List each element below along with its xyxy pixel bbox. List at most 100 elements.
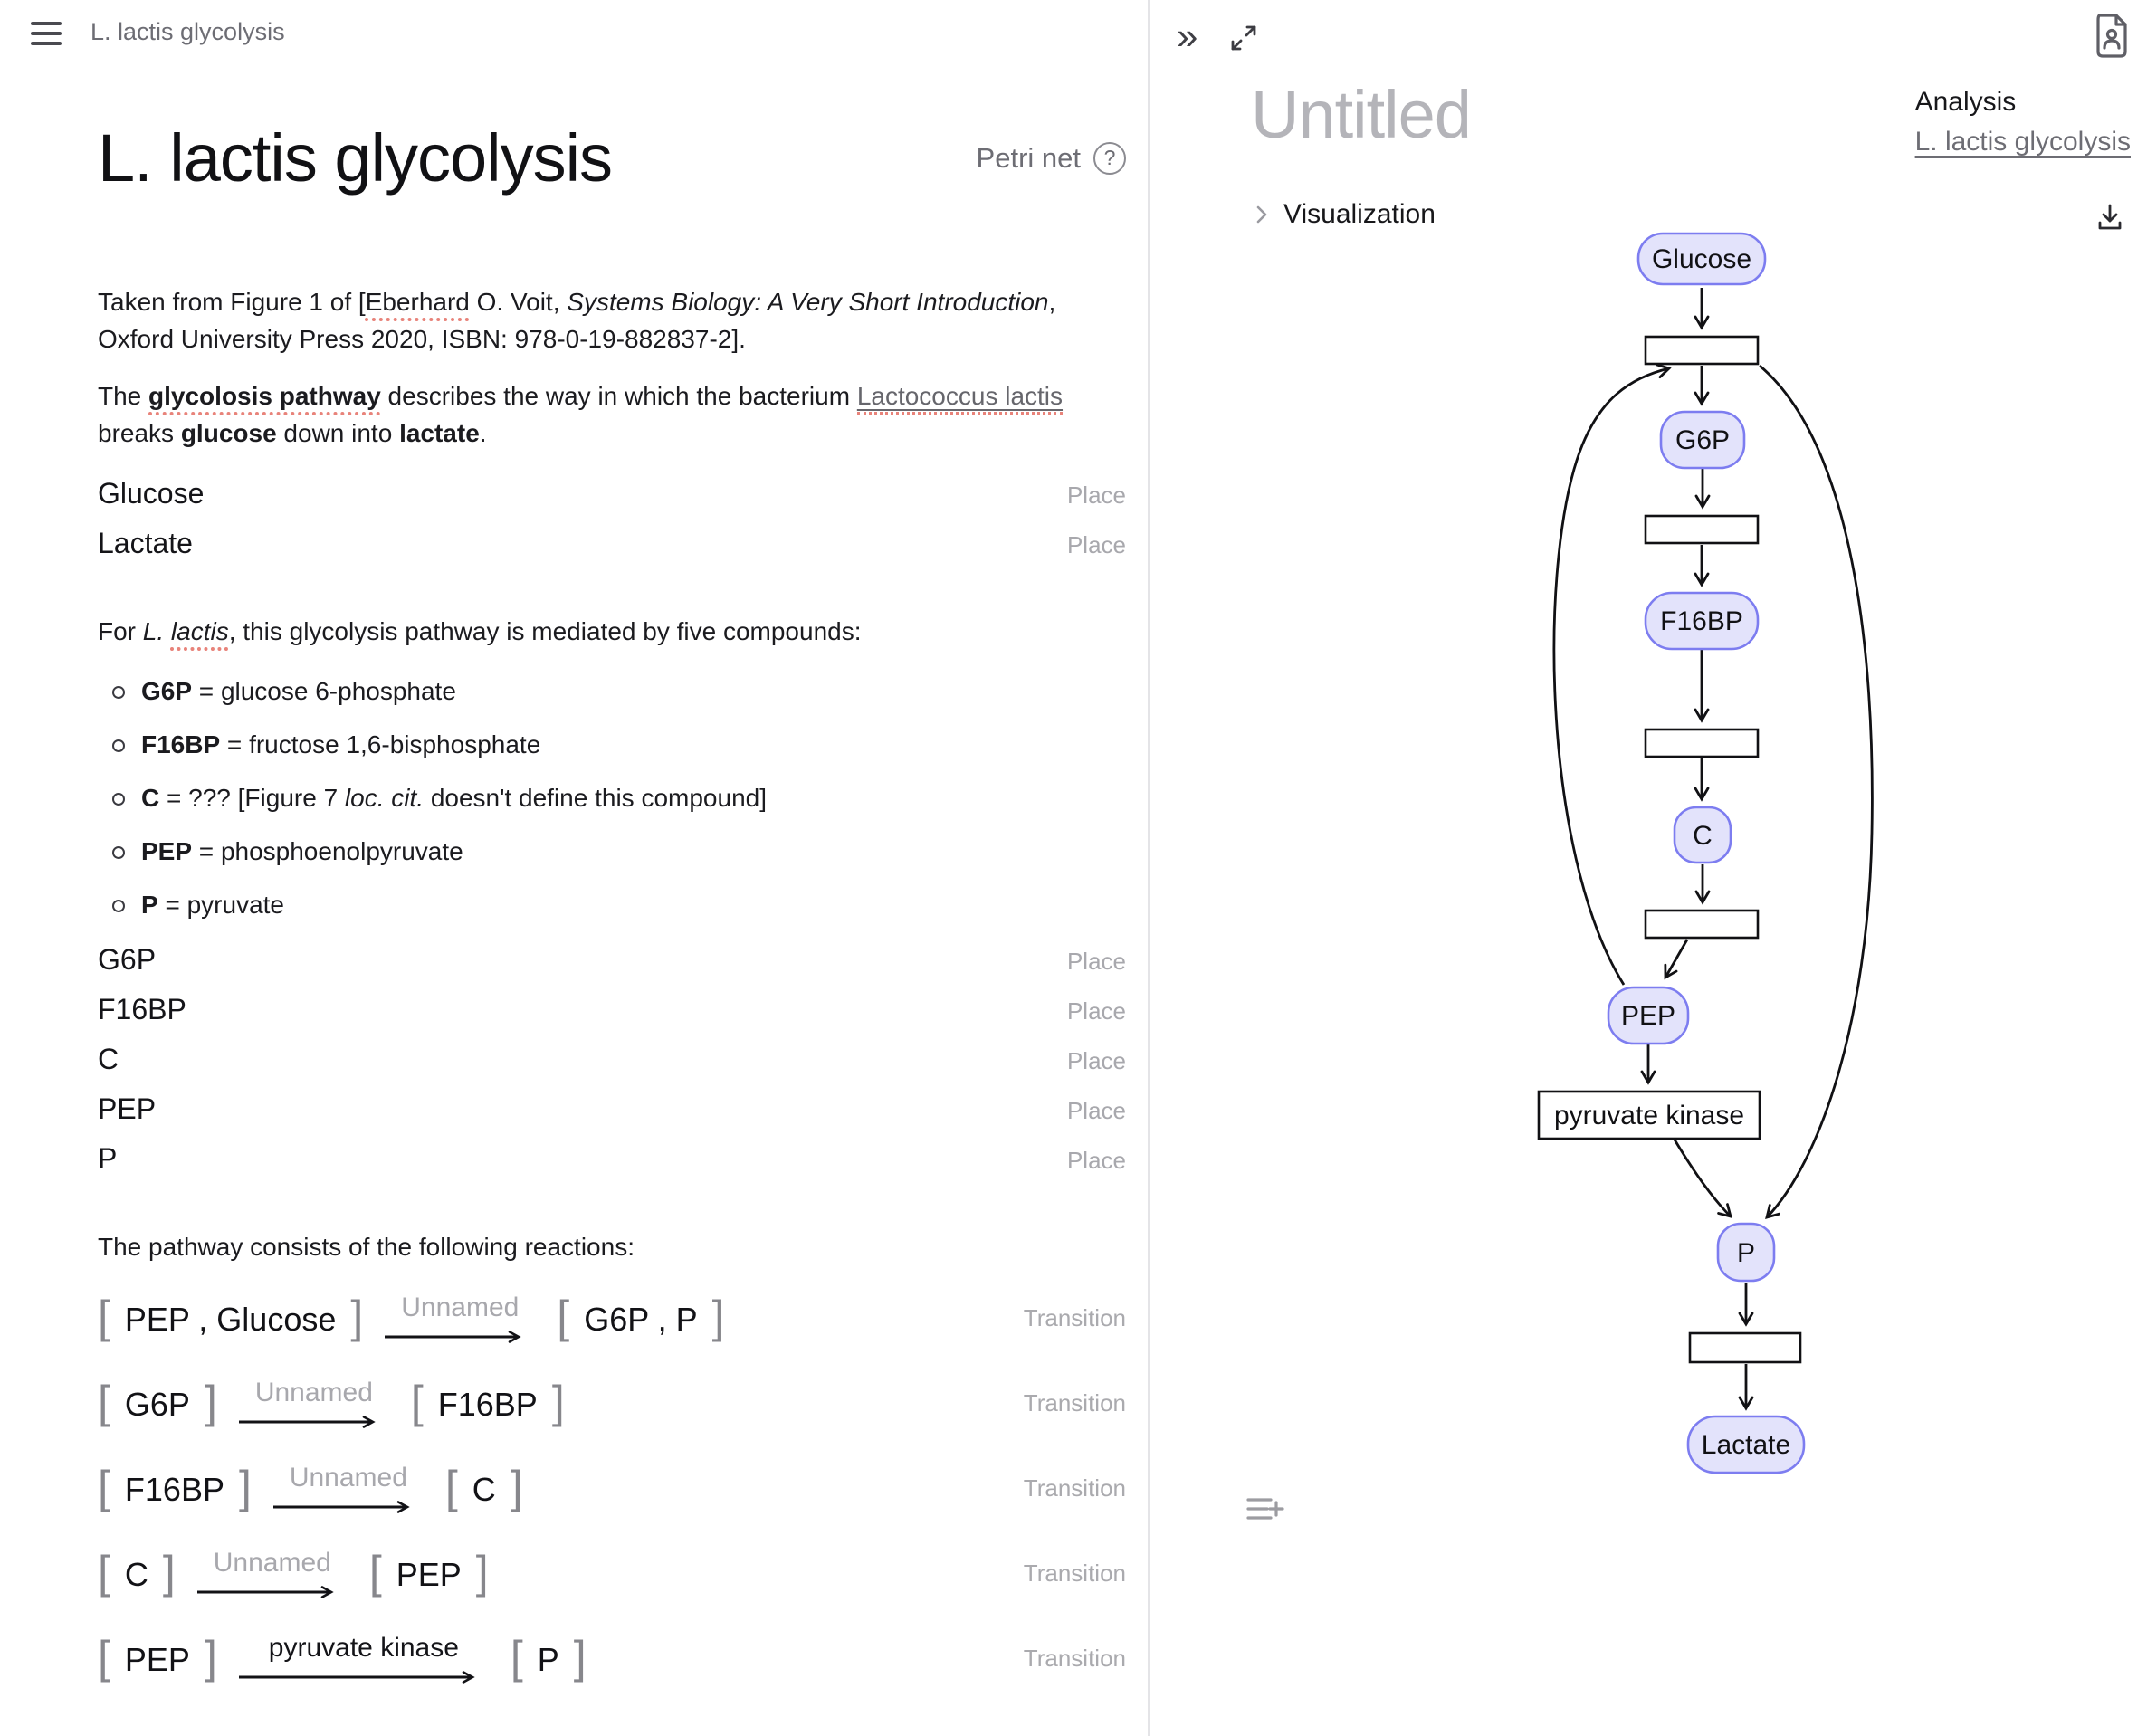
node-p[interactable] [1716, 1222, 1776, 1283]
reaction-name[interactable]: Unnamed [213, 1548, 331, 1579]
collapse-panel-icon[interactable]: » [1177, 14, 1198, 57]
place-kind-label: Place [1066, 1097, 1126, 1125]
transition-box[interactable] [1644, 335, 1760, 366]
reaction-row: [F16BP] Unnamed [C] Transition [98, 1463, 1126, 1517]
place-list-bottom: G6P Place F16BP Place C Place PEP Place … [98, 943, 1126, 1192]
lactococcus-link[interactable]: Lactococcus lactis [856, 382, 1064, 415]
compound-list: G6P = glucose 6-phosphate F16BP = fructo… [98, 673, 1126, 923]
node-glucose[interactable] [1636, 232, 1767, 286]
arrow-icon [385, 1331, 521, 1343]
list-item: PEP = phosphoenolpyruvate [112, 834, 1126, 870]
transition-box[interactable] [1644, 514, 1760, 545]
arc-pep-t1-curve [1552, 363, 1672, 986]
place-row-pep: PEP Place [98, 1092, 1126, 1142]
reactions-intro: The pathway consists of the following re… [98, 1233, 635, 1262]
arrow-icon [272, 1501, 410, 1513]
place-kind-label: Place [1066, 482, 1126, 510]
transition-box[interactable] [1644, 728, 1760, 758]
hamburger-menu-icon[interactable] [31, 20, 65, 47]
reaction-formula[interactable]: [PEP] pyruvate kinase [P] [98, 1633, 587, 1687]
node-label: PEP [1621, 1001, 1675, 1031]
transition-box[interactable] [1644, 909, 1760, 940]
reaction-outputs: F16BP [437, 1386, 538, 1424]
place-name[interactable]: Glucose [98, 477, 205, 510]
reaction-arrow: pyruvate kinase [237, 1633, 491, 1687]
misspelled-word: Eberhard [365, 288, 470, 317]
reaction-name[interactable]: pyruvate kinase [268, 1633, 459, 1664]
reaction-arrow: Unnamed [272, 1463, 425, 1517]
reaction-name[interactable]: Unnamed [401, 1292, 520, 1323]
reaction-inputs: PEP [124, 1641, 190, 1679]
reaction-arrow: Unnamed [237, 1378, 391, 1432]
node-pep[interactable] [1607, 986, 1690, 1045]
file-person-icon[interactable] [2091, 11, 2133, 62]
reaction-formula[interactable]: [PEP , Glucose] Unnamed [G6P , P] [98, 1292, 725, 1347]
reaction-formula[interactable]: [F16BP] Unnamed [C] [98, 1463, 523, 1517]
place-name[interactable]: F16BP [98, 993, 186, 1026]
node-g6p[interactable] [1659, 410, 1746, 470]
list-item: F16BP = fructose 1,6-bisphosphate [112, 727, 1126, 763]
node-label: Lactate [1702, 1430, 1790, 1460]
transition-box-pyruvate-kinase[interactable] [1537, 1090, 1761, 1140]
reaction-outputs: PEP [396, 1556, 462, 1594]
arrow-icon [238, 1416, 376, 1428]
petri-net-diagram[interactable]: Glucose G6P F16BP C PEP pyruvate kinase … [1466, 226, 1901, 1497]
reaction-formula[interactable]: [C] Unnamed [PEP] [98, 1548, 489, 1602]
place-kind-label: Place [1066, 531, 1126, 559]
place-name[interactable]: P [98, 1142, 118, 1176]
analysis-document-link[interactable]: L. lactis glycolysis [1914, 127, 2131, 157]
document-panel: L. lactis glycolysis L. lactis glycolysi… [0, 0, 1148, 1687]
reaction-name[interactable]: Unnamed [254, 1378, 373, 1408]
node-f16bp[interactable] [1644, 591, 1760, 651]
download-icon[interactable] [2095, 201, 2125, 236]
transition-box[interactable] [1688, 1331, 1802, 1364]
visualization-section-header[interactable]: Visualization [1251, 199, 1436, 230]
place-name[interactable]: C [98, 1043, 119, 1076]
place-name[interactable]: G6P [98, 943, 157, 977]
node-label: G6P [1675, 425, 1730, 455]
analysis-panel: » Untitled Analysis L. lactis glycolysis [1150, 0, 2147, 1736]
reaction-inputs: C [124, 1556, 148, 1594]
transition-kind-label: Transition [1023, 1304, 1126, 1332]
expand-icon[interactable] [1224, 18, 1264, 58]
analysis-meta: Analysis L. lactis glycolysis [1915, 87, 2131, 157]
place-name[interactable]: Lactate [98, 527, 193, 560]
page-title[interactable]: L. lactis glycolysis [98, 120, 613, 196]
arc-pk-p [1673, 1139, 1732, 1218]
arc-t1-p-curve [1759, 364, 1874, 1219]
reaction-inputs: F16BP [124, 1471, 224, 1509]
doc-type-badge: Petri net ? [976, 141, 1126, 175]
place-kind-label: Place [1066, 997, 1126, 1025]
analysis-title-placeholder[interactable]: Untitled [1251, 77, 1472, 152]
list-item: G6P = glucose 6-phosphate [112, 673, 1126, 710]
add-item-icon[interactable] [1245, 1495, 1285, 1527]
list-item: P = pyruvate [112, 887, 1126, 923]
transition-kind-label: Transition [1023, 1474, 1126, 1502]
analysis-label: Analysis [1914, 87, 2017, 117]
node-label: P [1737, 1238, 1755, 1268]
place-kind-label: Place [1066, 1047, 1126, 1075]
description-paragraph: The glycolosis pathway describes the way… [98, 382, 1064, 448]
reaction-outputs: P [537, 1641, 559, 1679]
breadcrumb: L. lactis glycolysis [91, 18, 285, 45]
transition-kind-label: Transition [1023, 1389, 1126, 1417]
reaction-formula[interactable]: [G6P] Unnamed [F16BP] [98, 1378, 565, 1432]
reaction-outputs: C [472, 1471, 496, 1509]
document-header: L. lactis glycolysis [0, 0, 1148, 63]
reaction-inputs: PEP , Glucose [124, 1301, 337, 1339]
help-icon[interactable]: ? [1093, 141, 1126, 175]
arc-t4-pep [1664, 939, 1689, 980]
node-label: F16BP [1660, 606, 1743, 636]
reaction-name[interactable]: Unnamed [289, 1463, 407, 1493]
misspelled-bold: glycolosis pathway [148, 382, 381, 411]
place-row-c: C Place [98, 1043, 1126, 1092]
visualization-label: Visualization [1283, 199, 1436, 229]
node-lactate[interactable] [1686, 1415, 1806, 1474]
place-row-f16bp: F16BP Place [98, 993, 1126, 1043]
doc-type-label: Petri net [976, 141, 1081, 174]
node-c[interactable] [1673, 806, 1732, 864]
place-name[interactable]: PEP [98, 1092, 157, 1126]
transition-label: pyruvate kinase [1554, 1101, 1744, 1130]
compounds-intro: For L. lactis, this glycolysis pathway i… [98, 617, 862, 646]
